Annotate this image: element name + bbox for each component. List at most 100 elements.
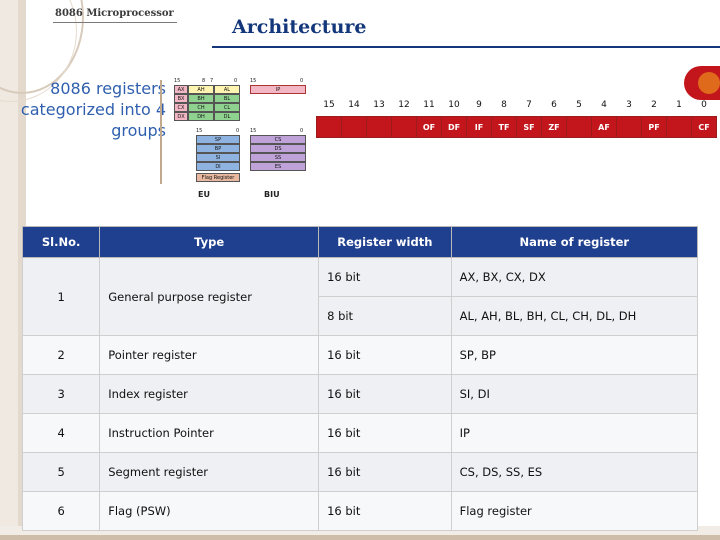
flag-bit-number-6: 6 xyxy=(551,100,557,110)
cell-name: AL, AH, BL, BH, CL, CH, DL, DH xyxy=(450,296,699,336)
flag-bit-cell-12 xyxy=(391,116,417,138)
flag-bit-cell-13 xyxy=(366,116,392,138)
flag-bit-cell-14 xyxy=(341,116,367,138)
diagram-reg-dx-name: DX xyxy=(174,112,188,121)
flag-bit-cell-4-af: AF xyxy=(591,116,617,138)
diagram-reg-dl: DL xyxy=(214,112,240,121)
cell-slno: 5 xyxy=(21,452,101,492)
column-header-register-width: Register width xyxy=(318,226,452,258)
table-row: 3 Index register 16 bit SI, DI xyxy=(21,374,699,414)
flag-bit-cell-10-df: DF xyxy=(441,116,467,138)
diagram-ptr-ruler-0: 0 xyxy=(236,128,240,134)
cell-slno: 2 xyxy=(21,335,101,375)
table-row: 4 Instruction Pointer 16 bit IP xyxy=(21,413,699,453)
cell-width: 16 bit xyxy=(318,374,452,414)
cell-width: 16 bit xyxy=(318,257,452,297)
cell-type: General purpose register xyxy=(99,257,320,336)
diagram-reg-bh: BH xyxy=(188,94,214,103)
diagram-reg-al: AL xyxy=(214,85,240,94)
flag-bit-number-7: 7 xyxy=(526,100,532,110)
slide-bottom-accent xyxy=(0,535,720,540)
flag-bit-cell-5 xyxy=(566,116,592,138)
flag-bit-number-12: 12 xyxy=(398,100,410,110)
diagram-ruler-8: 8 xyxy=(202,78,206,84)
cell-type: Instruction Pointer xyxy=(99,413,320,453)
diagram-reg-di: DI xyxy=(196,162,240,171)
cell-width: 8 bit xyxy=(318,296,452,336)
cell-type: Index register xyxy=(99,374,320,414)
diagram-reg-ah: AH xyxy=(188,85,214,94)
flag-bit-number-13: 13 xyxy=(373,100,385,110)
diagram-reg-sp: SP xyxy=(196,135,240,144)
flag-bit-cell-6-zf: ZF xyxy=(541,116,567,138)
cell-slno: 3 xyxy=(21,374,101,414)
cell-slno: 6 xyxy=(21,491,101,531)
flag-bit-number-5: 5 xyxy=(576,100,582,110)
slide-tag: 8086 Microprocessor xyxy=(55,8,174,19)
column-header-name-of-register: Name of register xyxy=(450,226,699,258)
diagram-reg-bp: BP xyxy=(196,144,240,153)
cell-name: CS, DS, SS, ES xyxy=(450,452,699,492)
register-diagram: 15 8 7 0 15 0 IP AX AH AL BX BH BL CX CH… xyxy=(172,78,312,208)
column-header-type: Type xyxy=(99,226,320,258)
diagram-ruler-15: 15 xyxy=(174,78,181,84)
diagram-reg-ds: DS xyxy=(250,144,306,153)
cell-type: Segment register xyxy=(99,452,320,492)
diagram-label-biu: BIU xyxy=(264,190,280,199)
flag-bit-cell-1 xyxy=(666,116,692,138)
flag-bit-number-8: 8 xyxy=(501,100,507,110)
diagram-reg-cx-name: CX xyxy=(174,103,188,112)
flag-bit-cell-0-cf: CF xyxy=(691,116,717,138)
flag-bit-number-1: 1 xyxy=(676,100,682,110)
flag-bit-number-15: 15 xyxy=(323,100,335,110)
cell-name: IP xyxy=(450,413,699,453)
flag-bit-number-2: 2 xyxy=(651,100,657,110)
diagram-reg-cl: CL xyxy=(214,103,240,112)
flag-bit-number-4: 4 xyxy=(601,100,607,110)
cell-name: SI, DI xyxy=(450,374,699,414)
cell-width: 16 bit xyxy=(318,413,452,453)
diagram-reg-si: SI xyxy=(196,153,240,162)
flag-bit-cell-8-tf: TF xyxy=(491,116,517,138)
lead-vertical-rule xyxy=(160,80,162,184)
diagram-label-eu: EU xyxy=(198,190,210,199)
cell-width: 16 bit xyxy=(318,452,452,492)
cell-name: SP, BP xyxy=(450,335,699,375)
flag-bit-number-14: 14 xyxy=(348,100,360,110)
top-right-orange-dot xyxy=(698,72,720,94)
table-row: 1 General purpose register 16 bit AX, BX… xyxy=(21,257,699,336)
cell-name: Flag register xyxy=(450,491,699,531)
cell-type: Flag (PSW) xyxy=(99,491,320,531)
diagram-ruler-7: 7 xyxy=(210,78,214,84)
flag-bit-number-11: 11 xyxy=(423,100,435,110)
diagram-ruler-0: 0 xyxy=(234,78,238,84)
diagram-reg-ax-name: AX xyxy=(174,85,188,94)
slide-tag-underline xyxy=(53,22,177,23)
flag-bit-number-3: 3 xyxy=(626,100,632,110)
table-row: 8 bit AL, AH, BL, BH, CL, CH, DL, DH xyxy=(23,296,699,336)
diagram-ip-box: IP xyxy=(250,85,306,94)
diagram-seg-ruler-15: 15 xyxy=(250,128,257,134)
diagram-reg-es: ES xyxy=(250,162,306,171)
page-title: Architecture xyxy=(232,16,367,38)
diagram-reg-ch: CH xyxy=(188,103,214,112)
diagram-reg-dh: DH xyxy=(188,112,214,121)
flag-bit-number-0: 0 xyxy=(701,100,707,110)
flag-bit-cell-15 xyxy=(316,116,342,138)
flag-bit-cell-11-of: OF xyxy=(416,116,442,138)
cell-slno: 1 xyxy=(21,257,101,336)
diagram-reg-ss: SS xyxy=(250,153,306,162)
diagram-reg-cs: CS xyxy=(250,135,306,144)
flag-bit-cell-2-pf: PF xyxy=(641,116,667,138)
cell-type: Pointer register xyxy=(99,335,320,375)
flag-bit-cell-3 xyxy=(616,116,642,138)
diagram-ptr-ruler-15: 15 xyxy=(196,128,203,134)
diagram-reg-bx-name: BX xyxy=(174,94,188,103)
flag-bit-number-10: 10 xyxy=(448,100,460,110)
diagram-ruler-right-0: 0 xyxy=(300,78,304,84)
diagram-reg-bl: BL xyxy=(214,94,240,103)
register-summary-table: Sl.No. Type Register width Name of regis… xyxy=(21,226,699,531)
flag-bit-cell-7-sf: SF xyxy=(516,116,542,138)
